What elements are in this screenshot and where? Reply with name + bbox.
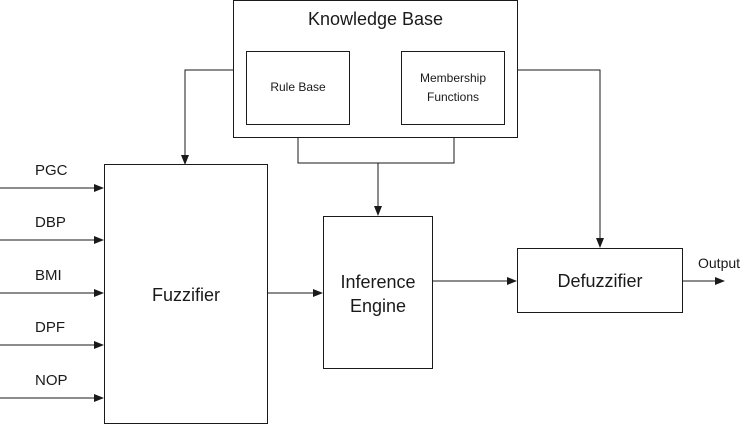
defuzzifier-box: Defuzzifier	[517, 248, 683, 313]
fuzzifier-box: Fuzzifier	[104, 164, 268, 424]
input-label-pgc: PGC	[35, 162, 68, 179]
input-label-dpf: DPF	[35, 319, 65, 336]
inference-engine-box: Inference Engine	[323, 216, 433, 369]
input-label-nop: NOP	[35, 372, 68, 389]
input-label-dbp: DBP	[35, 214, 66, 231]
rule-base-box: Rule Base	[246, 51, 350, 125]
output-label: Output	[698, 255, 741, 271]
kb-to-fuzzifier-arrow	[181, 69, 234, 165]
fuzzifier-label: Fuzzifier	[151, 285, 220, 305]
defuzzifier-label: Defuzzifier	[557, 271, 643, 291]
rule-membership-merge-line	[297, 124, 455, 164]
membership-functions-label-line1: Membership	[419, 71, 487, 85]
membership-functions-label-line2: Functions	[426, 90, 480, 104]
inference-engine-label-line2: Engine	[349, 296, 407, 316]
input-label-bmi: BMI	[35, 267, 62, 284]
rule-base-label: Rule Base	[270, 80, 326, 94]
knowledge-base-title: Knowledge Base	[307, 9, 444, 29]
inference-engine-label-line1: Inference	[340, 272, 416, 292]
kb-to-defuzzifier-arrow	[517, 69, 604, 248]
membership-functions-box: Membership Functions	[401, 51, 505, 125]
